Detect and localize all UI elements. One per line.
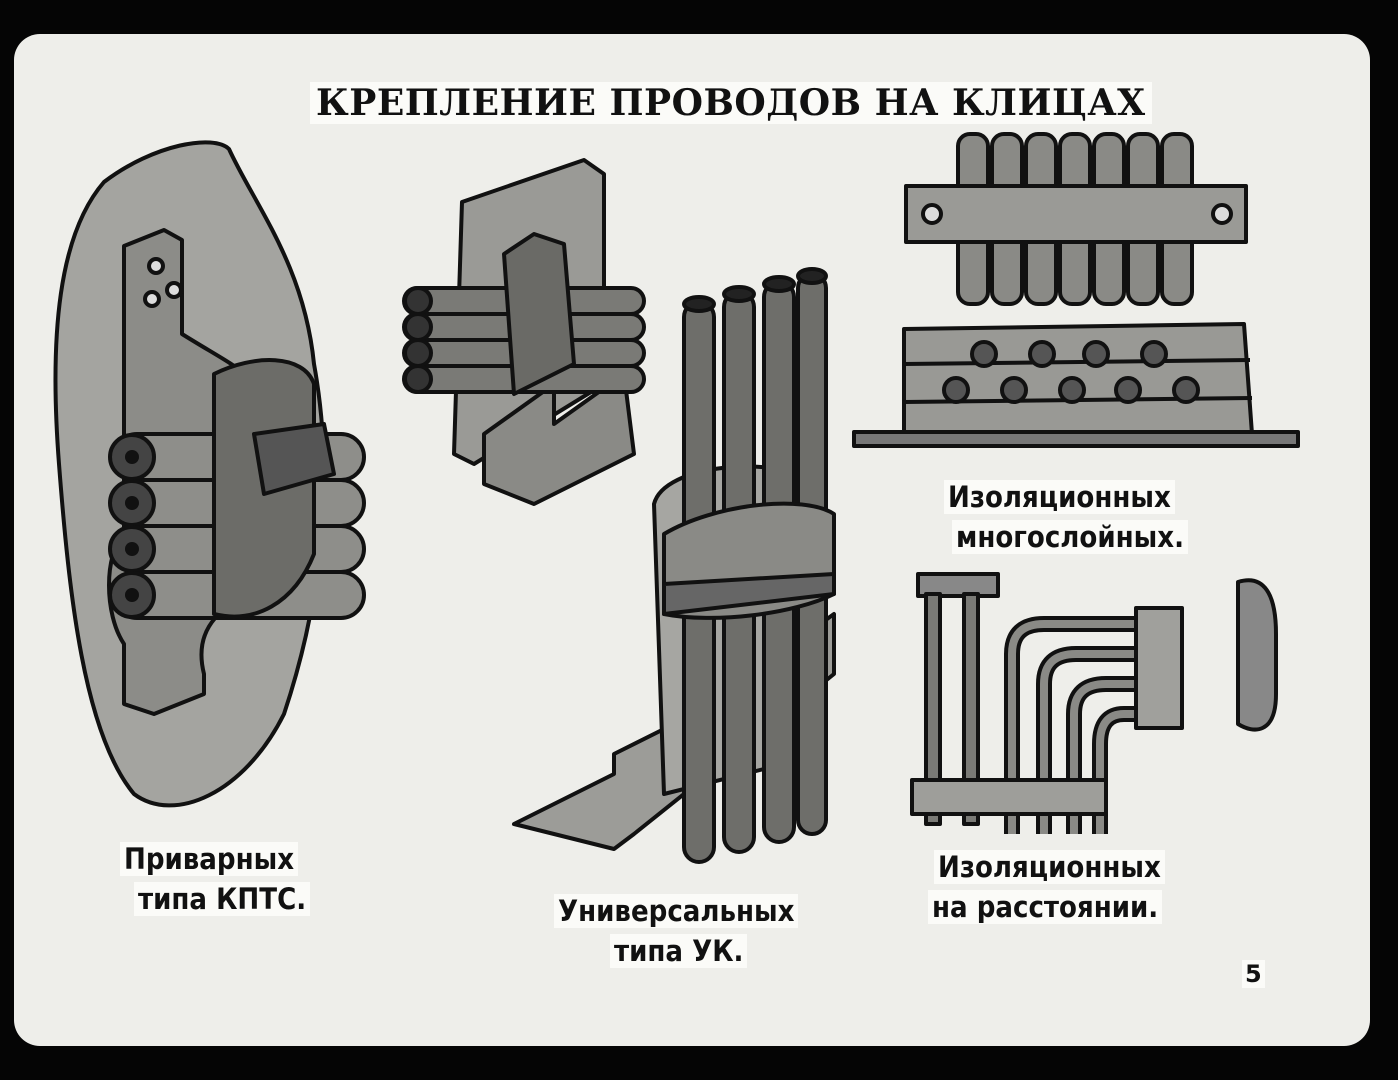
slide-title: КРЕПЛЕНИЕ ПРОВОДОВ НА КЛИЦАХ bbox=[310, 82, 1152, 124]
label-welded-line1: Приварных bbox=[120, 842, 299, 876]
universal-clip-illustration bbox=[512, 267, 836, 864]
label-distance-line2: на расстоянии. bbox=[928, 890, 1163, 924]
distance-clip-illustration bbox=[910, 572, 1278, 834]
label-welded-line2: типа КПТС. bbox=[134, 882, 311, 916]
label-universal-line2: типа УК. bbox=[610, 934, 748, 968]
multilayer-clip-illustration bbox=[852, 132, 1300, 448]
label-multilayer-line2: многослойных. bbox=[952, 520, 1188, 554]
slide: КРЕПЛЕНИЕ ПРОВОДОВ НА КЛИЦАХ Приварных т… bbox=[14, 34, 1370, 1046]
wall-clip-illustration bbox=[402, 158, 646, 506]
welded-clip-illustration bbox=[53, 140, 366, 808]
label-universal-line1: Универсальных bbox=[554, 894, 799, 928]
illustrations bbox=[53, 132, 1300, 864]
label-multilayer-line1: Изоляционных bbox=[944, 480, 1175, 514]
label-distance-line1: Изоляционных bbox=[934, 850, 1165, 884]
page-number: 5 bbox=[1242, 960, 1265, 988]
